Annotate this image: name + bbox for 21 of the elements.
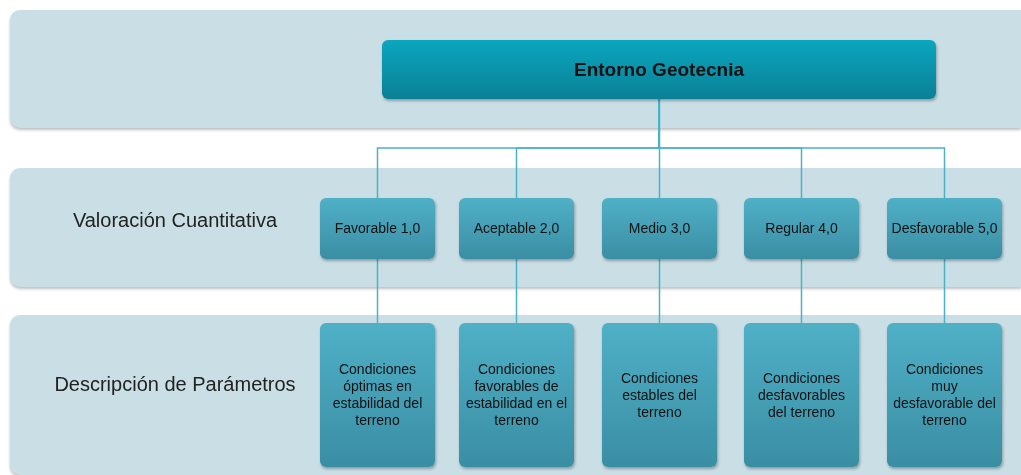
row-heading: Valoración Cuantitativa <box>71 208 279 232</box>
level-box: Medio 3,0 <box>602 198 717 259</box>
level-box: Regular 4,0 <box>744 198 859 259</box>
connector-line <box>515 258 518 324</box>
connector-line <box>658 258 661 324</box>
level-box: Desfavorable 5,0 <box>887 198 1002 259</box>
level-box: Condiciones favorables de estabilidad en el terreno <box>459 323 574 467</box>
band-panel <box>10 10 1021 128</box>
band-panel <box>10 315 1021 475</box>
level-box: Condiciones muy desfavorable del terreno <box>887 323 1002 467</box>
level-box: Condiciones desfavorables del terreno <box>744 323 859 467</box>
level-box: Condiciones óptimas en estabilidad del terreno <box>320 323 435 467</box>
connector-line <box>800 258 803 324</box>
root-box: Entorno Geotecnia <box>382 40 936 99</box>
level-box: Condiciones estables del terreno <box>602 323 717 467</box>
connector-line <box>943 258 946 324</box>
level-box: Aceptable 2,0 <box>459 198 574 259</box>
row-heading: Descripción de Parámetros <box>53 372 297 396</box>
level-box: Favorable 1,0 <box>320 198 435 259</box>
connector-line <box>376 258 379 324</box>
band-panel <box>10 168 1021 287</box>
